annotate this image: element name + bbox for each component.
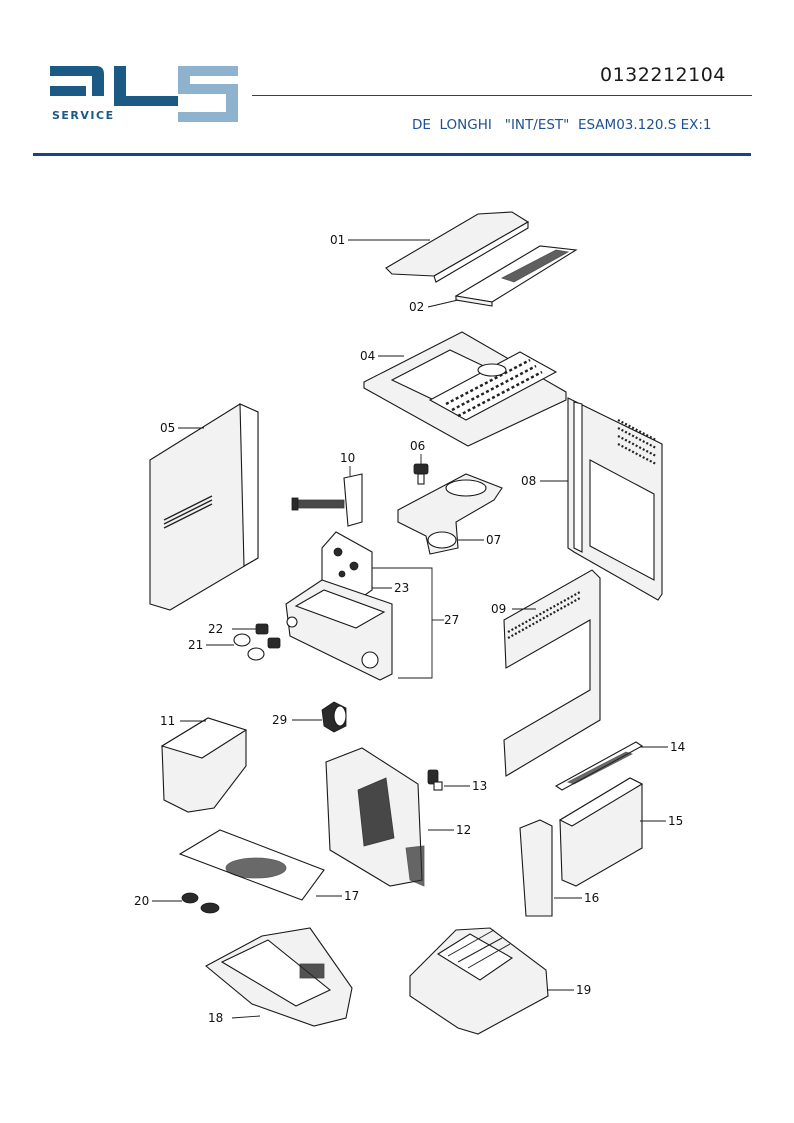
label-11: 11 [160, 714, 175, 728]
label-22: 22 [208, 622, 223, 636]
logo-letter-l [114, 66, 178, 106]
label-18: 18 [208, 1011, 223, 1025]
model-line: DE LONGHI "INT/EST" ESAM03.120.S EX:1 [412, 117, 712, 133]
part-13-clip [427, 769, 443, 791]
part-14-cup-tray [554, 741, 644, 791]
part-18-drip-tray [205, 927, 353, 1027]
label-27: 27 [444, 613, 459, 627]
part-20-feet [181, 892, 220, 914]
label-02: 02 [409, 300, 424, 314]
label-05: 05 [160, 421, 175, 435]
part-22-buttons [255, 623, 281, 649]
header-rule-main [33, 153, 751, 156]
label-21: 21 [188, 638, 203, 652]
label-17: 17 [344, 889, 359, 903]
label-14: 14 [670, 740, 685, 754]
part-04-top-frame [363, 331, 567, 447]
part-09-front-panel [503, 569, 601, 777]
part-06-knob [413, 463, 429, 485]
part-05-left-panel [149, 403, 259, 611]
logo-service-text: SERVICE [52, 109, 115, 122]
label-16: 16 [584, 891, 599, 905]
part-08-right-panel [567, 397, 663, 601]
part-16-side-door [519, 819, 553, 917]
label-08: 08 [521, 474, 536, 488]
label-12: 12 [456, 823, 471, 837]
header-rule-top [252, 95, 752, 96]
logo-letter-s [178, 66, 238, 122]
part-10-ribbon-cable [291, 473, 363, 527]
part-27-control-panel [285, 579, 393, 681]
label-13: 13 [472, 779, 487, 793]
part-21-rollers [233, 633, 265, 661]
label-07: 07 [486, 533, 501, 547]
label-10: 10 [340, 451, 355, 465]
document-code: 0132212104 [600, 64, 726, 86]
part-12-body-cover [325, 747, 425, 887]
label-23: 23 [394, 581, 409, 595]
label-19: 19 [576, 983, 591, 997]
label-29: 29 [272, 713, 287, 727]
label-04: 04 [360, 349, 375, 363]
part-29-rotary-knob [321, 701, 347, 733]
label-09: 09 [491, 602, 506, 616]
part-19-base-plate [409, 927, 549, 1035]
logo-letter-d [50, 66, 104, 96]
part-07-brew-container [397, 473, 503, 555]
part-01-top-cover [385, 211, 530, 283]
label-20: 20 [134, 894, 149, 908]
label-15: 15 [668, 814, 683, 828]
part-17-drip-grid [178, 829, 325, 901]
part-15-grounds-container [558, 777, 644, 887]
label-01: 01 [330, 233, 345, 247]
part-11-water-tank [160, 717, 248, 813]
dls-service-logo: SERVICE [50, 66, 238, 122]
label-06: 06 [410, 439, 425, 453]
part-02-grille [454, 245, 578, 307]
